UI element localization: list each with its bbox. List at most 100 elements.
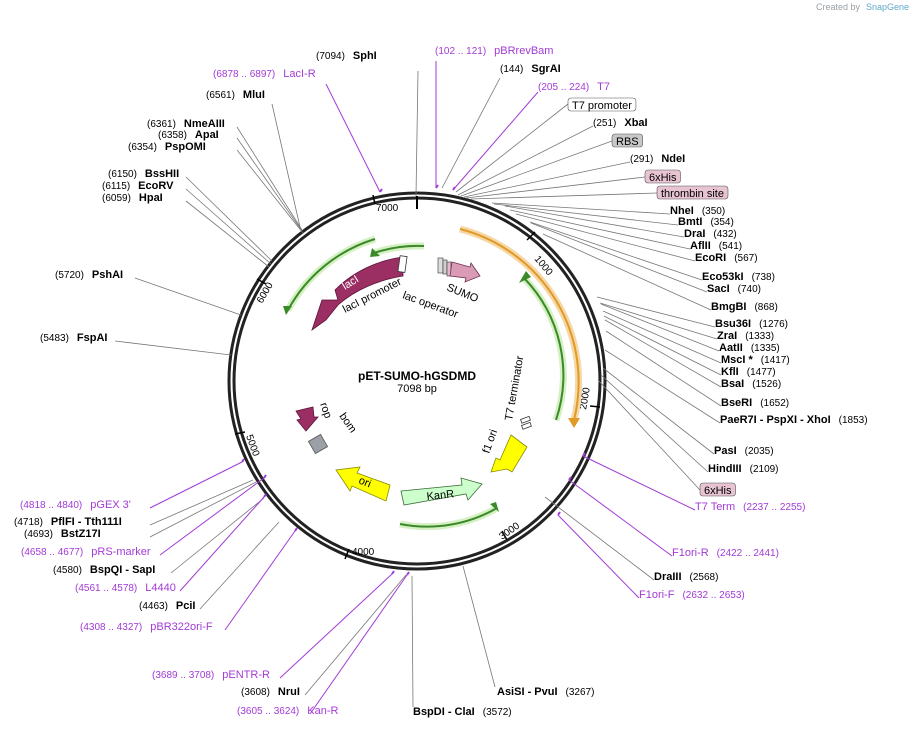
sumo-feature[interactable] bbox=[449, 261, 481, 283]
site-label[interactable]: (205 .. 224)T7 bbox=[538, 81, 610, 93]
kanr-feature[interactable] bbox=[400, 477, 483, 506]
site-label[interactable]: (5720)PshAI bbox=[55, 269, 123, 281]
site-label[interactable]: (6361)NmeAIII bbox=[147, 118, 225, 130]
enzyme-position: (6561) bbox=[206, 90, 235, 101]
primer-mark bbox=[582, 452, 586, 457]
site-label[interactable]: (291)NdeI bbox=[630, 153, 685, 165]
site-label[interactable]: BsaI(1526) bbox=[721, 378, 781, 390]
sumo-label: SUMO bbox=[445, 282, 481, 306]
rbs-block[interactable] bbox=[442, 259, 448, 275]
site-label[interactable]: (6150)BssHII bbox=[108, 168, 179, 180]
site-label[interactable]: BseRI(1652) bbox=[721, 397, 789, 409]
t7-promoter-block[interactable] bbox=[437, 257, 444, 274]
site-label[interactable]: (6354)PspOMI bbox=[128, 141, 206, 153]
leader-line bbox=[149, 461, 243, 509]
site-label[interactable]: (251)XbaI bbox=[593, 117, 648, 129]
site-label[interactable]: BspDI - ClaI(3572) bbox=[413, 706, 512, 718]
primer-mark bbox=[435, 184, 439, 189]
site-label[interactable]: (6059)HpaI bbox=[102, 192, 163, 204]
site-label[interactable]: (5483)FspAI bbox=[40, 332, 107, 344]
site-label[interactable]: BmgBI(868) bbox=[711, 301, 778, 313]
orf-green-right bbox=[523, 277, 565, 421]
leader-line bbox=[470, 192, 658, 200]
laci-feature[interactable] bbox=[311, 256, 404, 332]
site-label[interactable]: (7094)SphI bbox=[316, 50, 377, 62]
leader-line bbox=[493, 203, 679, 226]
site-label[interactable]: F1ori-F(2632 .. 2653) bbox=[639, 589, 745, 601]
tick-2000 bbox=[589, 405, 601, 408]
site-label[interactable]: thrombin site bbox=[656, 185, 729, 200]
enzyme-name: HpaI bbox=[139, 192, 163, 204]
site-label[interactable]: BmtI(354) bbox=[678, 216, 734, 228]
enzyme-name: ZraI bbox=[717, 330, 737, 342]
leader-line bbox=[504, 205, 685, 238]
site-label[interactable]: ZraI(1333) bbox=[717, 330, 774, 342]
orf-short-arrowhead bbox=[370, 248, 380, 257]
site-label[interactable]: PaeR7I - PspXI - XhoI(1853) bbox=[720, 414, 868, 426]
site-label[interactable]: Bsu36I(1276) bbox=[715, 318, 788, 330]
site-label[interactable]: (6878 .. 6897)LacI-R bbox=[213, 68, 316, 80]
primer-name: pBR322ori-F bbox=[150, 621, 213, 633]
site-label[interactable]: NheI(350) bbox=[670, 205, 725, 217]
site-label[interactable]: T7 Term(2237 .. 2255) bbox=[695, 501, 805, 513]
site-label[interactable]: F1ori-R(2422 .. 2441) bbox=[672, 547, 779, 559]
t7-terminator-block-1[interactable] bbox=[520, 415, 531, 424]
site-label[interactable]: SacI(740) bbox=[707, 283, 761, 295]
laci-promoter-feature[interactable] bbox=[397, 255, 408, 273]
site-label[interactable]: (3605 .. 3624) Kan-R bbox=[237, 705, 339, 717]
leader-line bbox=[605, 330, 722, 407]
site-label[interactable]: 6xHis bbox=[644, 169, 681, 184]
site-label[interactable]: (144)SgrAI bbox=[500, 63, 561, 75]
site-label[interactable]: AsiSI - PvuI(3267) bbox=[497, 686, 594, 698]
t7-terminator-block-2[interactable] bbox=[521, 421, 532, 430]
primer-range: (3605 .. 3624) bbox=[237, 706, 299, 717]
site-labels: (7094)SphI (102 .. 121)pBRrevBam (144)SgrA… bbox=[14, 45, 868, 718]
site-label[interactable]: MscI *(1417) bbox=[721, 354, 790, 366]
site-label[interactable]: RBS bbox=[611, 133, 643, 148]
site-label[interactable]: DraI(432) bbox=[684, 228, 737, 240]
site-label[interactable]: HindIII(2109) bbox=[708, 463, 779, 475]
site-label[interactable]: (4718)PflFI - Tth111I bbox=[14, 516, 122, 528]
site-label[interactable]: KflI(1477) bbox=[721, 366, 776, 378]
ori-feature[interactable] bbox=[335, 466, 391, 502]
primer-mark bbox=[294, 527, 298, 532]
site-label[interactable]: Eco53kI(738) bbox=[702, 271, 775, 283]
feature-box bbox=[567, 97, 637, 112]
leader-line bbox=[529, 221, 703, 281]
leader-line bbox=[604, 349, 721, 424]
site-label[interactable]: (3608)NruI bbox=[241, 686, 300, 698]
site-label[interactable]: PasI(2035) bbox=[714, 445, 774, 457]
site-label[interactable]: DraIII(2568) bbox=[654, 571, 718, 583]
site-label[interactable]: AflII(541) bbox=[690, 240, 742, 252]
site-label[interactable]: (4561 .. 4578)L4440 bbox=[75, 582, 176, 594]
leader-lines bbox=[114, 61, 722, 715]
bom-feature[interactable] bbox=[307, 433, 329, 455]
enzyme-position: (868) bbox=[754, 302, 777, 313]
f1-ori-feature[interactable] bbox=[490, 434, 528, 473]
site-label[interactable]: (6115)EcoRV bbox=[102, 180, 174, 192]
site-label[interactable]: (4818 .. 4840)pGEX 3' bbox=[20, 499, 131, 511]
site-label[interactable]: (6561)MluI bbox=[206, 89, 265, 101]
site-label[interactable]: (4308 .. 4327)pBR322ori-F bbox=[80, 621, 213, 633]
leader-line bbox=[600, 303, 720, 352]
site-label[interactable]: AatII(1335) bbox=[719, 342, 780, 354]
primer-range: (2632 .. 2653) bbox=[682, 590, 744, 601]
site-label[interactable]: (6358)ApaI bbox=[158, 129, 219, 141]
leader-line bbox=[602, 310, 722, 364]
site-label[interactable]: T7 promoter bbox=[567, 97, 637, 112]
site-label[interactable]: (4658 .. 4677)pRS-marker bbox=[21, 546, 151, 558]
site-label[interactable]: (4693)BstZ17I bbox=[24, 528, 101, 540]
site-label[interactable]: EcoRI(567) bbox=[695, 252, 758, 264]
enzyme-position: (7094) bbox=[316, 51, 345, 62]
credit-brand: SnapGene bbox=[866, 2, 909, 12]
site-label[interactable]: (3689 .. 3708)pENTR-R bbox=[152, 669, 270, 681]
site-label[interactable]: (4580)BspQI - SapI bbox=[53, 564, 155, 576]
site-label[interactable]: (4463)PciI bbox=[139, 600, 195, 612]
enzyme-position: (4693) bbox=[24, 529, 53, 540]
rop-feature[interactable] bbox=[295, 406, 319, 432]
leader-line bbox=[114, 340, 232, 356]
site-label[interactable]: 6xHis bbox=[699, 482, 736, 497]
site-label[interactable]: (102 .. 121)pBRrevBam bbox=[435, 45, 553, 57]
primer-name: Kan-R bbox=[307, 705, 338, 717]
